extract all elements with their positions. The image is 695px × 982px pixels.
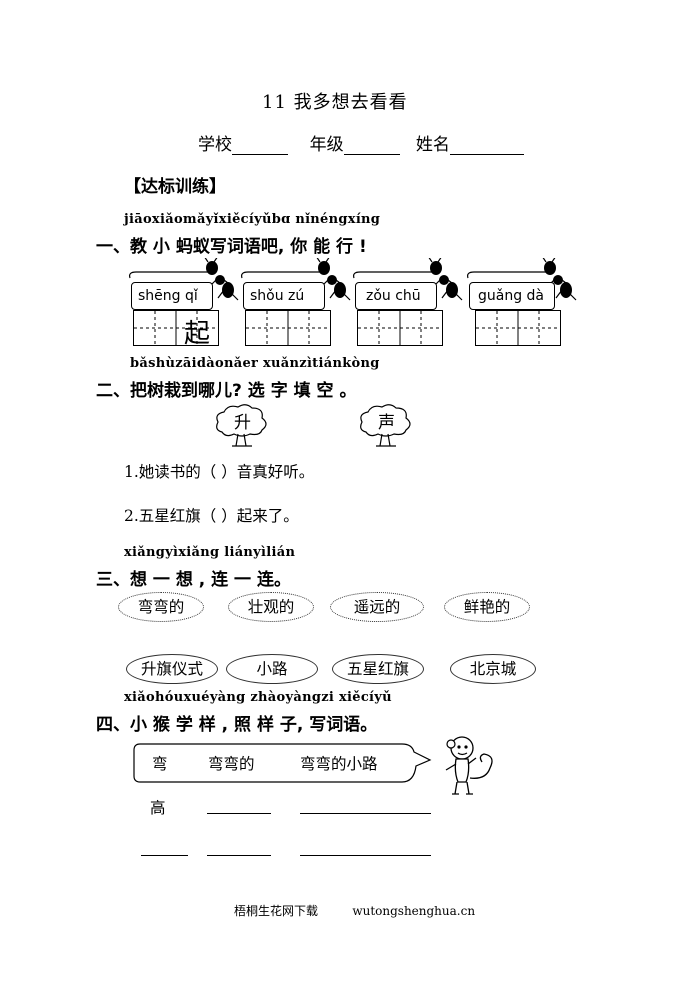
writing-grid[interactable]: 起 xyxy=(133,310,219,349)
writing-grid[interactable] xyxy=(245,310,331,346)
answer-line[interactable] xyxy=(300,855,431,856)
speech-bubble-icon xyxy=(133,743,432,783)
tree-1[interactable]: 升 xyxy=(212,402,270,448)
q3-pinyin: xiǎngyìxiǎng liányìlián xyxy=(124,545,296,560)
name-label: 姓名 xyxy=(415,135,450,155)
answer-line[interactable] xyxy=(207,855,271,856)
ant-icon xyxy=(353,258,463,301)
top-oval-4[interactable]: 鲜艳的 xyxy=(444,592,530,622)
page-title: 11 我多想去看看 xyxy=(262,92,408,113)
q3-heading: 三、想 一 想 , 连 一 连。 xyxy=(96,570,291,590)
top-oval-2[interactable]: 壮观的 xyxy=(228,592,314,622)
q2-sentence-1: 1.她读书的（ ）音真好听。 xyxy=(124,463,315,481)
q1-pinyin: jiāoxiǎomǎyǐxiěcíyǔbɑ nǐnéngxíng xyxy=(124,212,381,227)
q2-heading: 二、把树栽到哪儿? 选 字 填 空 。 xyxy=(96,381,357,401)
school-label: 学校 xyxy=(198,135,232,155)
grade-blank[interactable] xyxy=(343,136,400,155)
answer-line[interactable] xyxy=(300,813,431,814)
school-blank[interactable] xyxy=(232,136,288,155)
top-oval-1[interactable]: 弯弯的 xyxy=(118,592,204,622)
tree-icon xyxy=(216,404,267,447)
answer-line[interactable] xyxy=(207,813,271,814)
word-pinyin: zǒu chū xyxy=(366,288,421,304)
answer-line[interactable] xyxy=(141,855,188,856)
q2-sentence-2: 2.五星红旗（ ）起来了。 xyxy=(124,507,299,525)
word-pinyin: shǒu zú xyxy=(250,288,305,304)
example-char: 弯 xyxy=(152,755,168,773)
bottom-oval-4[interactable]: 北京城 xyxy=(450,654,536,684)
top-oval-3[interactable]: 遥远的 xyxy=(330,592,424,622)
speech-bubble: 弯 弯弯的 弯弯的小路 xyxy=(132,740,432,788)
grade-label: 年级 xyxy=(309,135,344,155)
word-pinyin: shēng qǐ xyxy=(138,288,198,304)
q1-heading: 一、教 小 蚂蚁写词语吧, 你 能 行 ! xyxy=(96,237,367,257)
q4-pinyin: xiǎohóuxuéyàng zhàoyàngzi xiěcíyǔ xyxy=(124,690,392,705)
monkey-icon xyxy=(445,736,493,795)
name-blank[interactable] xyxy=(449,136,524,155)
bottom-oval-2[interactable]: 小路 xyxy=(226,654,318,684)
tree-2[interactable]: 声 xyxy=(356,402,414,448)
tree-icon xyxy=(360,404,411,447)
writing-grid[interactable] xyxy=(475,310,561,346)
word-pinyin: guǎng dà xyxy=(478,288,545,304)
example-phrase: 弯弯的小路 xyxy=(300,755,378,773)
ant-icon xyxy=(241,258,351,301)
footer-text: 梧桐生花网下载 wutongshenghua.cn xyxy=(234,904,476,918)
section-label: 【达标训练】 xyxy=(124,177,226,197)
student-info: 学校 年级 姓名 xyxy=(198,130,524,155)
q2-pinyin: bǎshùzāidàonǎer xuǎnzìtiánkòng xyxy=(130,356,380,371)
tree-char: 声 xyxy=(378,413,395,433)
writing-grid[interactable] xyxy=(357,310,443,346)
ant-icon xyxy=(129,258,239,301)
q4-heading: 四、小 猴 学 样 , 照 样 子, 写词语。 xyxy=(96,715,378,735)
example-adj: 弯弯的 xyxy=(208,755,255,773)
bottom-oval-3[interactable]: 五星红旗 xyxy=(332,654,424,684)
answer-char: 起 xyxy=(184,319,211,349)
row2-char: 高 xyxy=(150,799,166,817)
bottom-oval-1[interactable]: 升旗仪式 xyxy=(126,654,218,684)
monkey-illustration xyxy=(440,732,500,798)
tree-char: 升 xyxy=(234,413,251,433)
